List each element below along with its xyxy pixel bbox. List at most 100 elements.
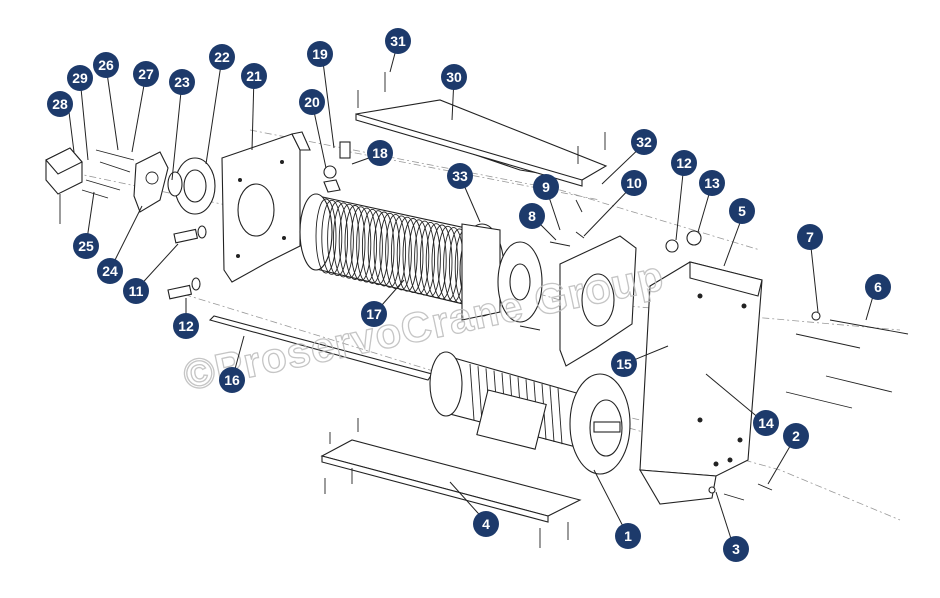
cam-bracket — [133, 151, 169, 213]
callout-24: 24 — [97, 258, 123, 284]
callout-29: 29 — [67, 65, 93, 91]
callout-19: 19 — [307, 41, 333, 67]
bearing-flange — [167, 157, 216, 215]
rope-drum — [299, 193, 543, 323]
callout-badge — [47, 91, 73, 117]
callout-badge — [447, 163, 473, 189]
callout-number: 16 — [224, 372, 240, 388]
callout-badge — [519, 203, 545, 229]
callout-12b: 12 — [671, 150, 697, 176]
callout-number: 6 — [874, 279, 882, 295]
callout-badge — [133, 61, 159, 87]
callout-number: 29 — [72, 70, 88, 86]
side-bolts-left — [167, 225, 207, 300]
callout-7: 7 — [797, 224, 823, 250]
callout-17: 17 — [361, 301, 387, 327]
callout-18: 18 — [367, 140, 393, 166]
callout-badge — [699, 170, 725, 196]
callout-number: 22 — [214, 49, 230, 65]
callout-6: 6 — [865, 274, 891, 300]
callout-4: 4 — [473, 511, 499, 537]
callout-badge — [797, 224, 823, 250]
drum-small-parts — [323, 141, 351, 193]
callout-33: 33 — [447, 163, 473, 189]
callout-number: 12 — [178, 318, 194, 334]
callout-badge — [533, 174, 559, 200]
callout-badge — [173, 313, 199, 339]
callout-30: 30 — [441, 64, 467, 90]
callout-badge — [615, 523, 641, 549]
callout-badge — [631, 129, 657, 155]
callout-number: 2 — [792, 428, 800, 444]
callout-number: 9 — [542, 179, 550, 195]
callout-badge — [671, 150, 697, 176]
callout-number: 10 — [626, 175, 642, 191]
right-end-plate — [559, 235, 637, 367]
callout-number: 27 — [138, 66, 154, 82]
callout-number: 13 — [704, 175, 720, 191]
callout-27: 27 — [133, 61, 159, 87]
callout-number: 25 — [78, 238, 94, 254]
callout-badge — [123, 278, 149, 304]
bottom-base-plate — [320, 418, 582, 548]
callout-number: 28 — [52, 96, 68, 112]
screws-bottom-right — [708, 483, 773, 501]
callout-2: 2 — [783, 423, 809, 449]
callout-badge — [307, 41, 333, 67]
callout-number: 19 — [312, 46, 328, 62]
callout-number: 8 — [528, 208, 536, 224]
gearbox-housing — [638, 261, 763, 505]
callout-number: 21 — [246, 68, 262, 84]
callout-14: 14 — [753, 410, 779, 436]
callout-16: 16 — [219, 367, 245, 393]
callout-9: 9 — [533, 174, 559, 200]
callout-13: 13 — [699, 170, 725, 196]
callout-badge — [367, 140, 393, 166]
long-bolts — [785, 311, 909, 409]
callout-number: 26 — [98, 57, 114, 73]
callout-number: 17 — [366, 306, 382, 322]
callout-number: 30 — [446, 69, 462, 85]
callout-badge — [729, 198, 755, 224]
callout-badge — [97, 258, 123, 284]
callout-badge — [299, 89, 325, 115]
callout-badge — [783, 423, 809, 449]
callout-number: 24 — [102, 263, 118, 279]
callout-badge — [219, 367, 245, 393]
callout-21: 21 — [241, 63, 267, 89]
callout-32: 32 — [631, 129, 657, 155]
screws-right-plate — [519, 199, 585, 331]
callout-number: 14 — [758, 415, 774, 431]
callout-number: 4 — [482, 516, 490, 532]
electric-motor — [429, 351, 631, 475]
callout-number: 7 — [806, 229, 814, 245]
callout-badge — [67, 65, 93, 91]
callout-badge — [385, 28, 411, 54]
callout-number: 3 — [732, 541, 740, 557]
callout-11: 11 — [123, 278, 149, 304]
callout-number: 5 — [738, 203, 746, 219]
nuts-top-right — [665, 230, 702, 253]
callout-badge — [473, 511, 499, 537]
callout-26: 26 — [93, 52, 119, 78]
callout-badge — [169, 69, 195, 95]
callout-badge — [865, 274, 891, 300]
callout-28: 28 — [47, 91, 73, 117]
callout-number: 23 — [174, 74, 190, 90]
callout-10: 10 — [621, 170, 647, 196]
callout-badge — [241, 63, 267, 89]
small-screws — [81, 149, 135, 199]
callout-31: 31 — [385, 28, 411, 54]
left-end-plate — [221, 131, 311, 283]
callout-number: 33 — [452, 168, 468, 184]
limit-switch — [45, 147, 83, 224]
callout-number: 12 — [676, 155, 692, 171]
callout-badge — [753, 410, 779, 436]
callout-number: 20 — [304, 94, 320, 110]
callout-12a: 12 — [173, 313, 199, 339]
callout-3: 3 — [723, 536, 749, 562]
callout-badge — [611, 351, 637, 377]
callout-number: 1 — [624, 528, 632, 544]
